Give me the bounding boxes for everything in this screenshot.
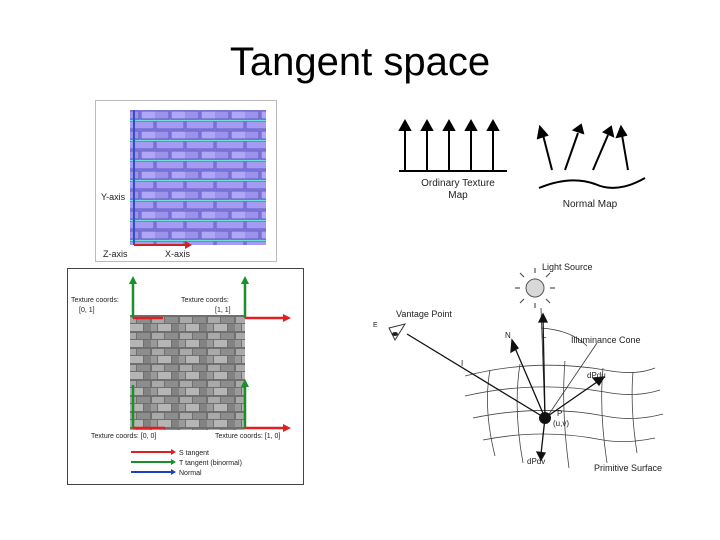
p-label: P bbox=[557, 409, 562, 418]
l-label: L bbox=[542, 331, 547, 340]
coord-top-left-2: [0, 1] bbox=[79, 307, 95, 314]
light-source-icon bbox=[515, 268, 555, 308]
normal-map-figure: Y-axis Z-axis X-axis bbox=[95, 100, 277, 262]
light-source-label: Light Source bbox=[542, 262, 593, 272]
primitive-surface-label: Primitive Surface bbox=[594, 463, 662, 473]
stone-texture-image bbox=[130, 315, 245, 430]
i-label: I bbox=[461, 359, 463, 368]
y-axis-label: Y-axis bbox=[101, 192, 126, 202]
ordinary-texture-label-1: Ordinary Texture bbox=[421, 178, 495, 189]
normal-map-label: Normal Map bbox=[563, 199, 618, 210]
legend-s-tangent: S tangent bbox=[179, 450, 209, 457]
x-axis-label: X-axis bbox=[165, 249, 191, 259]
slide-title: Tangent space bbox=[229, 40, 491, 84]
dpdv-label: dPdv bbox=[527, 457, 545, 466]
coord-top-left-1: Texture coords: bbox=[71, 297, 119, 304]
ordinary-texture-label-2: Map bbox=[448, 190, 468, 201]
legend-normal: Normal bbox=[179, 470, 202, 477]
coord-bottom-right: Texture coords: [1, 0] bbox=[215, 433, 280, 440]
coord-top-right-1: Texture coords: bbox=[181, 297, 229, 304]
dpdu-label: dPdu bbox=[587, 371, 606, 380]
legend-t-tangent: T tangent (binormal) bbox=[179, 460, 242, 467]
eye-icon bbox=[388, 323, 407, 342]
tangent-space-figure: Texture coords: [0, 1] Texture coords: [… bbox=[67, 268, 304, 485]
e-label: E bbox=[373, 322, 378, 329]
normal-map-arrows bbox=[536, 123, 646, 189]
coord-top-right-2: [1, 1] bbox=[215, 307, 231, 314]
tangent-legend: S tangent T tangent (binormal) Normal bbox=[131, 449, 242, 477]
illuminance-diagram: Light Source Vantage Point E Illuminance… bbox=[373, 262, 664, 473]
coord-bottom-left: Texture coords: [0, 0] bbox=[91, 433, 156, 440]
z-axis-label: Z-axis bbox=[103, 249, 128, 259]
vantage-point-label: Vantage Point bbox=[396, 309, 452, 319]
point-p-marker bbox=[539, 412, 551, 424]
illuminance-cone-label: Illuminance Cone bbox=[571, 335, 641, 345]
uv-label: (u,v) bbox=[553, 419, 569, 428]
texture-vs-normal-figure: Ordinary Texture Map Normal Map bbox=[398, 118, 646, 210]
normal-map-image bbox=[130, 110, 266, 245]
ordinary-texture-arrows bbox=[398, 118, 507, 172]
n-label: N bbox=[505, 331, 511, 340]
